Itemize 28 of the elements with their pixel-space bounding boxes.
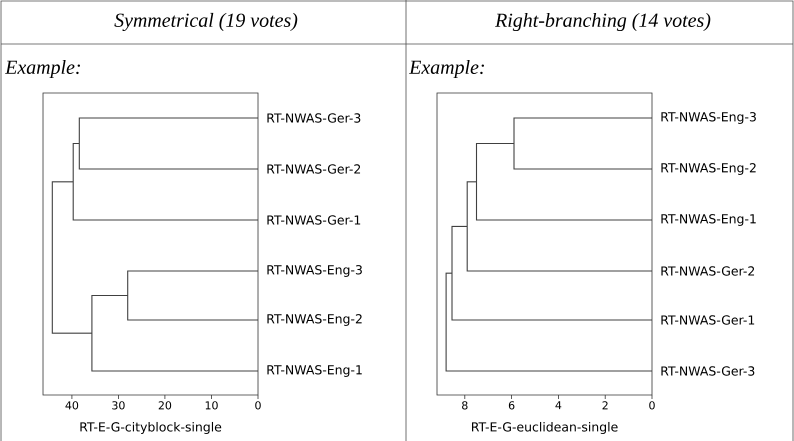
tick-label: 40	[65, 401, 78, 410]
column-header: Right-branching (14 votes)	[495, 12, 710, 32]
leaf-label: RT-NWAS-Eng-1	[267, 365, 362, 377]
tick-label: 10	[206, 401, 218, 410]
leaf-label: RT-NWAS-Eng-3	[267, 265, 362, 277]
tick-label: 4	[555, 401, 562, 410]
leaf-label: RT-NWAS-Ger-2	[661, 266, 754, 276]
tick-label: 6	[508, 401, 514, 410]
leaf-label: RT-NWAS-Ger-3	[267, 113, 360, 123]
axis-label: RT-E-G-euclidean-single	[472, 422, 618, 434]
tick-label: 0	[255, 401, 261, 410]
leaf-label: RT-NWAS-Eng-2	[661, 163, 756, 175]
leaf-label: RT-NWAS-Ger-3	[661, 366, 754, 376]
leaf-label: RT-NWAS-Eng-2	[267, 314, 362, 326]
leaf-label: RT-NWAS-Eng-1	[661, 214, 756, 226]
leaf-label: RT-NWAS-Ger-1	[661, 315, 754, 325]
axis-label: RT-E-G-cityblock-single	[80, 422, 222, 434]
tick-label: 0	[649, 401, 655, 410]
example-label: Example:	[408, 60, 484, 78]
column-header: Symmetrical (19 votes)	[114, 12, 298, 32]
leaf-label: RT-NWAS-Eng-3	[661, 112, 756, 124]
tick-label: 2	[602, 401, 608, 410]
tick-label: 20	[158, 401, 172, 410]
example-label: Example:	[4, 60, 80, 78]
tick-label: 8	[462, 401, 468, 410]
tick-label: 30	[112, 401, 125, 410]
leaf-label: RT-NWAS-Ger-2	[267, 164, 360, 174]
leaf-label: RT-NWAS-Ger-1	[267, 215, 360, 225]
